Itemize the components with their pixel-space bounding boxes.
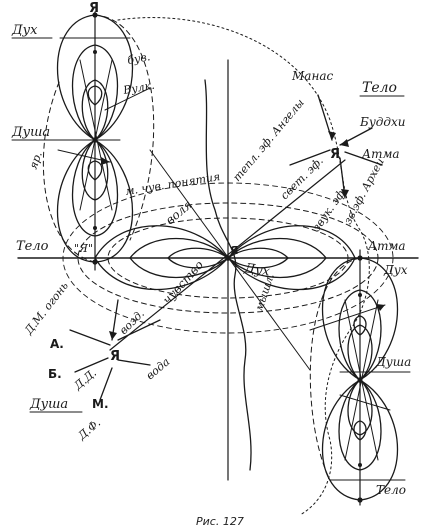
label-vulk: Вулк. — [121, 79, 155, 97]
central-ellipse-3 — [62, 182, 394, 334]
label-dd: Д.Д. — [71, 366, 99, 393]
label-b: Б. — [48, 367, 62, 381]
label-dukh: Дух — [11, 23, 38, 38]
head-outline — [117, 17, 370, 516]
right-dashed-loop — [309, 257, 361, 481]
label-ll-ya: Я — [110, 349, 120, 364]
ur-arrow-angely — [289, 149, 331, 166]
label-a: А. — [50, 337, 64, 351]
node-right-mid — [357, 377, 363, 383]
right-arrow-line-2 — [339, 394, 391, 411]
label-yar: яр. — [27, 150, 45, 171]
arrowhead-3 — [101, 157, 110, 165]
label-buv: був. — [126, 50, 151, 67]
label-dm-ogon: Д.М. огонь — [22, 279, 71, 337]
label-dukh-center: Дух — [242, 261, 271, 280]
label-m: М. — [92, 397, 109, 411]
label-atma-top: Атма — [361, 147, 400, 161]
label-telo-left: Тело — [16, 239, 49, 254]
node-center — [225, 255, 231, 261]
arrowhead-2 — [340, 139, 349, 147]
label-telo-bottom: Тело — [376, 483, 406, 497]
arrowhead-1 — [328, 131, 336, 140]
ll-arrow-3 — [74, 357, 109, 373]
label-left-top-ya: Я — [89, 1, 99, 16]
node-right-lemni-2 — [358, 463, 362, 467]
right-arrow-line — [309, 304, 386, 331]
node-left-lemni-1 — [93, 50, 97, 54]
label-voda: вода — [144, 355, 173, 382]
arrowhead-4 — [109, 331, 117, 340]
label-atma-mid: Атма — [367, 239, 406, 253]
label-df: Д.Ф. — [75, 416, 103, 443]
label-dukh-mid: Дух — [383, 263, 408, 277]
diagonal-axis-1 — [109, 159, 346, 351]
left-dashed-loop-2 — [42, 79, 96, 263]
left-lemniscate-core — [87, 85, 103, 181]
label-center-ya: Я — [230, 244, 238, 257]
node-right-lemni-1 — [358, 293, 362, 297]
central-ellipse-2 — [107, 217, 349, 299]
central-ellipse-1 — [77, 202, 379, 314]
left-cross-2 — [79, 59, 113, 211]
label-center-ya-left: "Я" — [74, 242, 93, 255]
label-dusha-left: Душа — [11, 125, 50, 140]
face-profile — [204, 79, 252, 471]
arrowhead-5 — [376, 304, 385, 311]
label-manas: Манас — [291, 69, 334, 83]
ur-arrow-atma — [344, 151, 383, 166]
right-lemniscate-core — [353, 315, 367, 441]
node-left-bottom — [92, 259, 98, 265]
label-tepl-angely: тепл. эф. Ангелы — [230, 96, 306, 184]
label-m-chuv-ponyatiya: м. чув. понятия — [124, 170, 221, 198]
label-dusha-bottom: Душа — [29, 397, 68, 412]
figure-caption: Рис. 127 — [196, 515, 244, 528]
node-right-top — [357, 255, 363, 261]
left-arrow-line-2 — [104, 87, 151, 111]
ll-arrow-6 — [117, 319, 161, 341]
node-left-mid — [92, 137, 98, 143]
label-ur-ya: Я — [330, 147, 340, 162]
label-volya: воля — [163, 197, 195, 227]
node-left-top — [92, 12, 98, 18]
ll-arrow-5 — [99, 367, 113, 401]
label-zvuk-ef: звук. эф. — [310, 185, 350, 234]
label-telo-top-right: Тело — [362, 80, 397, 96]
label-buddhi: Буддхи — [359, 115, 406, 129]
node-left-lemni-2 — [93, 226, 97, 230]
node-right-bottom — [357, 497, 363, 503]
ll-arrow-4 — [117, 359, 151, 366]
label-chuvstvo: чувство — [160, 258, 206, 307]
ll-arrow-1 — [69, 329, 111, 346]
arrowhead-6 — [341, 189, 349, 198]
label-dusha-right: Душа — [375, 355, 411, 369]
